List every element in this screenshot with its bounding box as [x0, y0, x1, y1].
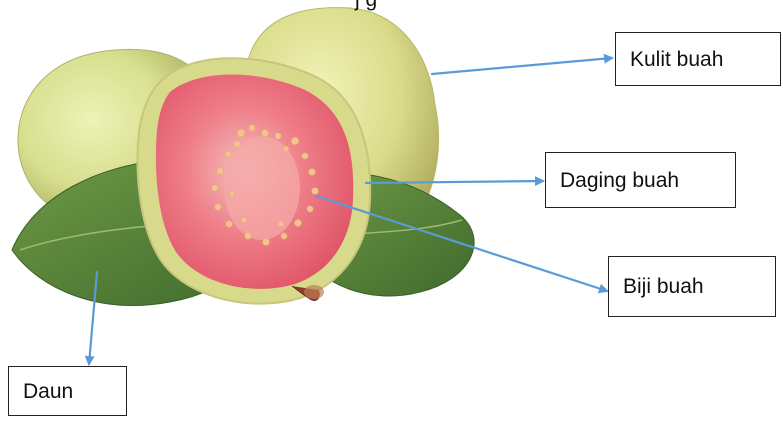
guava-group	[12, 8, 474, 306]
stem-shadow	[304, 285, 324, 299]
label-daun: Daun	[8, 366, 127, 416]
label-biji-buah: Biji buah	[608, 256, 776, 317]
label-daging-buah-text: Daging buah	[560, 170, 679, 191]
label-daging-buah: Daging buah	[545, 152, 736, 208]
fruit-core	[224, 136, 300, 240]
label-biji-buah-text: Biji buah	[623, 276, 704, 297]
label-daun-text: Daun	[23, 381, 73, 402]
label-kulit-buah: Kulit buah	[615, 32, 781, 86]
cropped-heading: j g	[355, 0, 377, 12]
label-kulit-buah-text: Kulit buah	[630, 49, 723, 70]
arrow-kulit	[432, 58, 612, 74]
